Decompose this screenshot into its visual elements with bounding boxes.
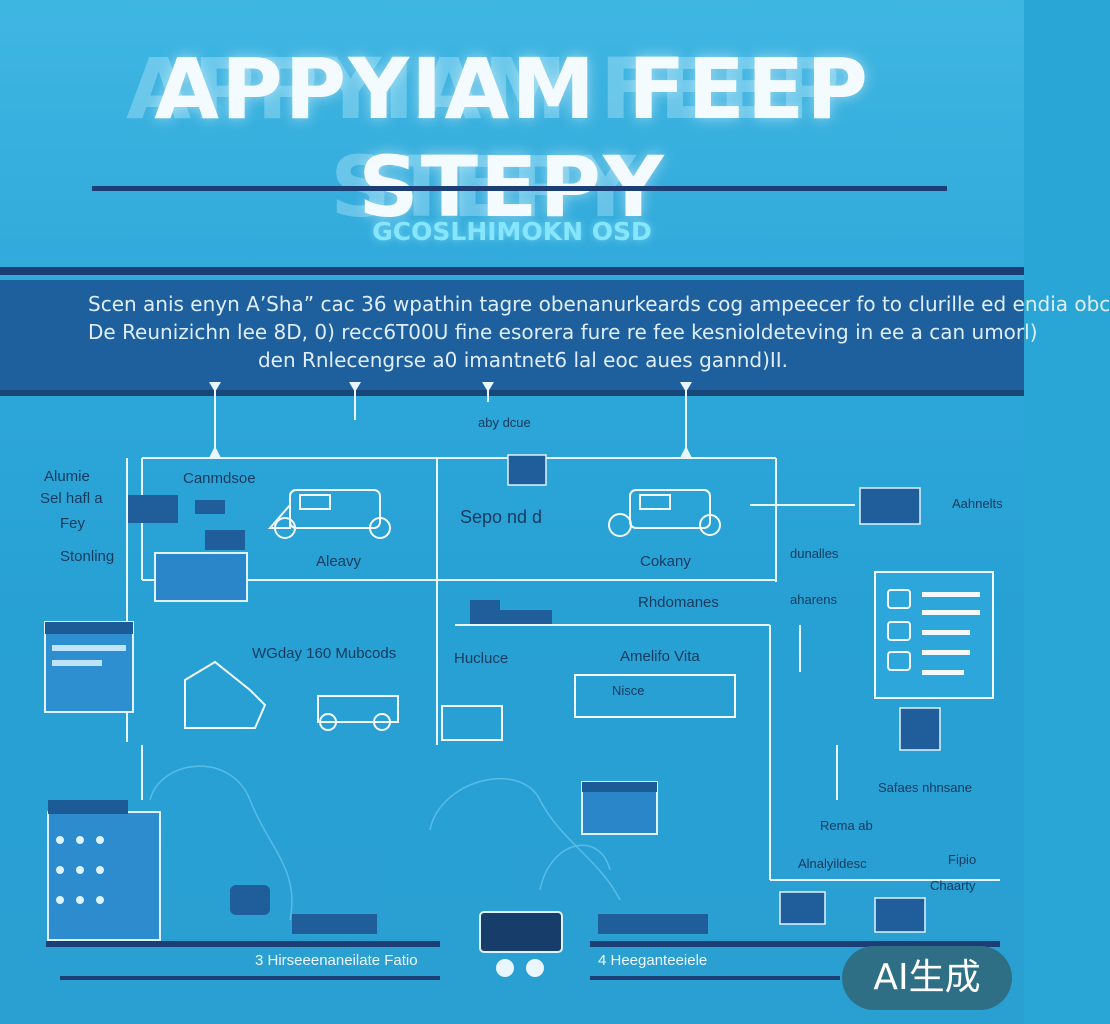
label-upper-left-1: Alumie: [44, 468, 90, 485]
device-center-b: [470, 600, 500, 624]
machinery-row: [184, 660, 736, 741]
intro-band-top-rule: [0, 267, 1024, 275]
module-c: [205, 530, 245, 550]
label-mid-center: Sepo nd d: [460, 507, 543, 527]
label-right-3: aharens: [790, 592, 837, 607]
label-vehicle-b: Cokany: [640, 553, 691, 570]
arrowhead-2: [349, 382, 361, 392]
machine-b: [317, 695, 399, 723]
label-row1-left: Canmdsoe: [183, 470, 256, 487]
control-panel-b-header: [48, 800, 128, 814]
lower-rack-right: [598, 914, 708, 934]
checklist-panel: [874, 571, 994, 699]
label-lower-right-4: Fipio: [948, 852, 977, 867]
label-upper-left-3: Fey: [60, 515, 86, 532]
vehicle-b-icon: [608, 489, 721, 537]
label-upper-left-4: Stonling: [60, 548, 115, 565]
label-lower-right-2: Rema ab: [820, 818, 873, 833]
control-panel-a: [44, 621, 134, 713]
device-center-a: [507, 454, 547, 486]
page-subtitle: GCOSLHIMOKN OSD: [372, 217, 652, 246]
label-right-1: Aahnelts: [952, 496, 1003, 511]
right-box-a: [779, 891, 826, 925]
intro-band-bottom-rule: [0, 390, 1024, 396]
label-top-center: aby dcue: [478, 415, 531, 430]
diagram-graphics: [44, 382, 1000, 980]
label-row2-right-sub: Nisce: [612, 683, 645, 698]
arrowhead-4: [680, 382, 692, 392]
control-panel-a-header: [45, 622, 133, 634]
device-center-c: [500, 610, 552, 624]
right-rack: [899, 707, 941, 751]
label-row2-right: Amelifo Vita: [620, 648, 700, 665]
control-panel-a-row: [52, 645, 126, 651]
lower-rack-left: [292, 914, 377, 934]
arrowhead-1: [209, 382, 221, 392]
device-row-center: [470, 454, 552, 624]
machine-d: [574, 674, 736, 718]
decorative-swirls: [149, 765, 621, 921]
lower-device-left: [230, 885, 270, 915]
label-bottom-right: 4 Heeganteeiele: [598, 952, 708, 969]
module-a: [128, 495, 178, 523]
module-b: [195, 500, 225, 514]
label-row2-center: Hucluce: [454, 650, 509, 667]
right-modules: [779, 487, 941, 933]
control-panel-a-row-2: [52, 660, 102, 666]
title-divider: [92, 186, 947, 191]
intro-line-3: den Rnlecengrse a0 imantnet6 lal eoc aue…: [257, 348, 789, 372]
robot-body: [479, 911, 563, 953]
label-right-2: dunalles: [790, 546, 839, 561]
right-server: [859, 487, 921, 525]
label-mid-right: Rhdomanes: [638, 594, 719, 611]
vehicle-a-icon: [267, 489, 391, 539]
label-lower-right-1: Safaes nhnsane: [878, 780, 972, 795]
lower-center: [230, 781, 708, 977]
label-row2-left: WGday 160 Mubcods: [252, 645, 397, 662]
label-vehicle-a: Aleavy: [316, 553, 362, 570]
arrowhead-6: [680, 446, 692, 458]
monitor-a: [154, 552, 248, 602]
connector-lines: [46, 382, 1000, 980]
label-lower-right-3: Alnalyildesc: [798, 856, 867, 871]
arrowheads: [209, 382, 692, 458]
label-lower-right-5: Chaarty: [930, 878, 976, 893]
right-box-b: [874, 897, 926, 933]
left-panels: [44, 495, 248, 941]
machine-c: [441, 705, 503, 741]
ai-generated-badge: AI生成: [842, 946, 1012, 1010]
machine-a: [184, 660, 267, 729]
label-bottom-left: 3 Hirseeenaneilate Fatio: [255, 952, 418, 969]
intro-line-2: De Reunizichn lee 8D, 0) recc6T00U fine …: [88, 320, 1038, 344]
intro-line-1: Scen anis enyn A’Sha” cac 36 wpathin tag…: [88, 292, 1110, 316]
control-panel-b: [47, 811, 161, 941]
intro-paragraph: Scen anis enyn A’Sha” cac 36 wpathin tag…: [88, 290, 1110, 374]
label-upper-left-2: Sel hafl a: [40, 490, 103, 507]
arrowhead-5: [209, 446, 221, 458]
intro-band: [0, 280, 1024, 390]
arrowhead-3: [482, 382, 494, 392]
